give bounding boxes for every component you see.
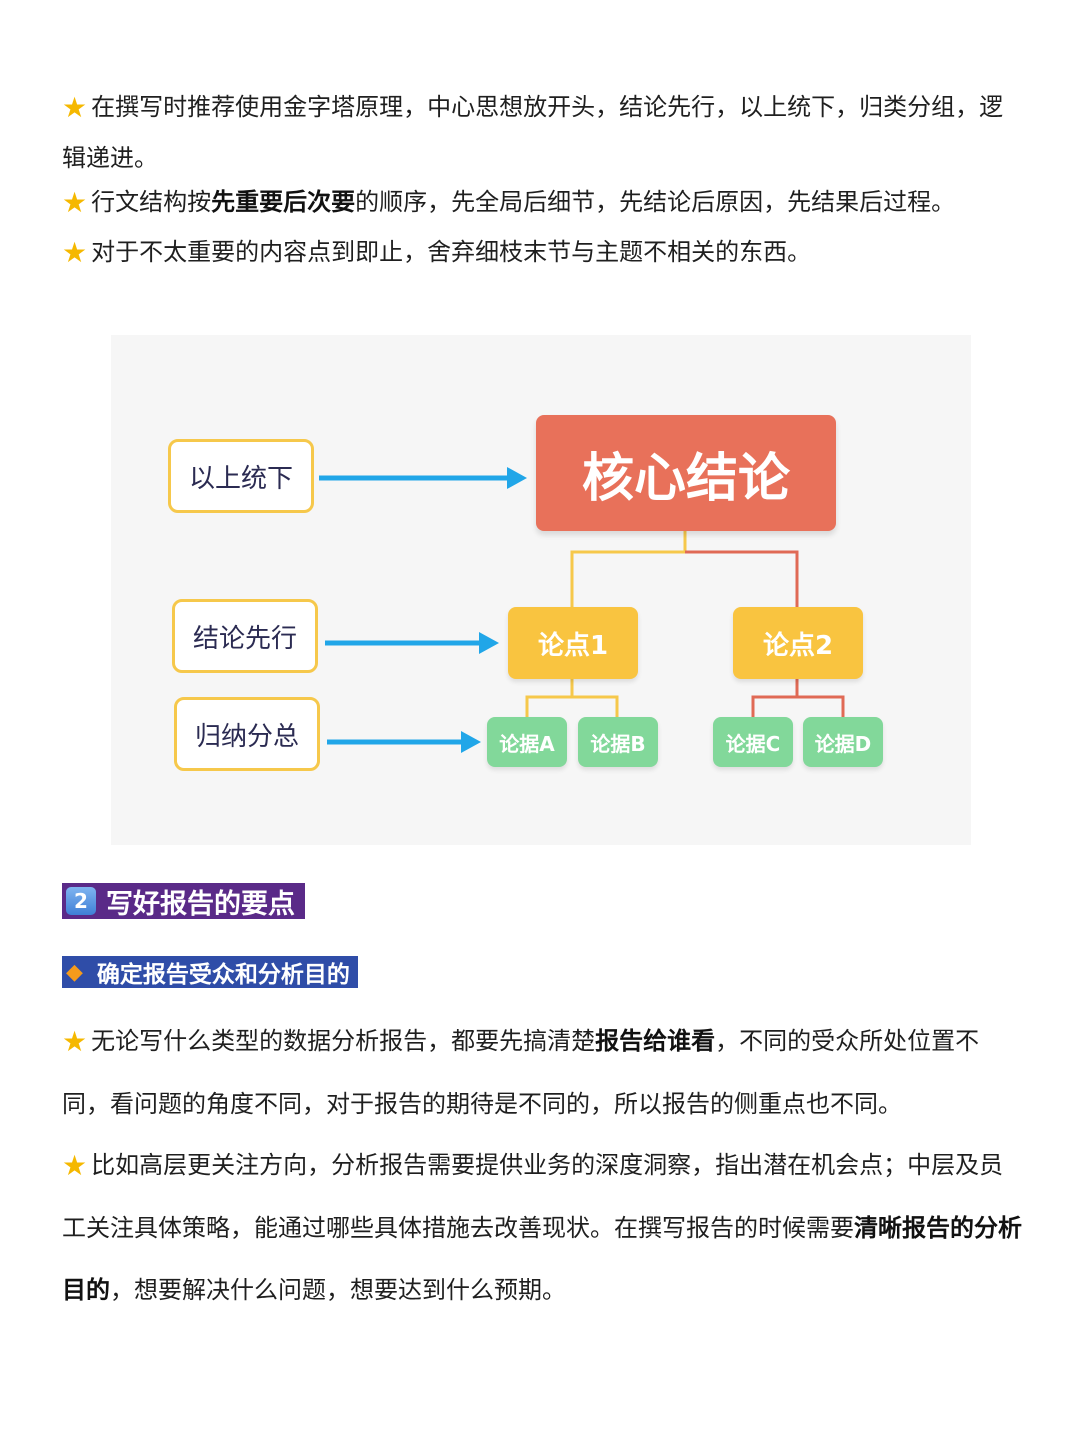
body-paragraph-2: ★比如高层更关注方向，分析报告需要提供业务的深度洞察，指出潜在机会点；中层及员工… [62, 1134, 1022, 1321]
body-text-1-pre: 无论写什么类型的数据分析报告，都要先搞清楚 [91, 1027, 596, 1055]
intro-paragraph-3: ★对于不太重要的内容点到即止，舍弃细枝末节与主题不相关的东西。 [62, 232, 1022, 273]
evidence-d-box: 论据D [803, 717, 883, 767]
section-heading: 2 写好报告的要点 [62, 883, 305, 920]
star-icon: ★ [62, 1025, 88, 1058]
label-induction-summary: 归纳分总 [174, 697, 320, 771]
connector-point1-evidence [525, 695, 619, 717]
body-paragraph-1: ★无论写什么类型的数据分析报告，都要先搞清楚报告给谁看，不同的受众所处位置不同，… [62, 1010, 1022, 1135]
star-icon: ★ [62, 236, 88, 269]
label-conclusion-first: 结论先行 [172, 599, 318, 673]
intro-text-1: 在撰写时推荐使用金字塔原理，中心思想放开头，结论先行，以上统下，归类分组，逻辑递… [62, 93, 1004, 172]
subsection-title: 确定报告受众和分析目的 [96, 962, 350, 988]
star-icon: ★ [62, 186, 88, 219]
diagram-connectors [319, 467, 845, 753]
intro-paragraph-2: ★行文结构按先重要后次要的顺序，先全局后细节，先结论后原因，先结果后过程。 [62, 182, 1022, 223]
body-text-2-pre: 比如高层更关注方向，分析报告需要提供业务的深度洞察，指出潜在机会点；中层及员工关… [62, 1151, 1004, 1242]
connector-core-point2 [685, 550, 799, 607]
intro-paragraph-1: ★在撰写时推荐使用金字塔原理，中心思想放开头，结论先行，以上统下，归类分组，逻辑… [62, 82, 1022, 183]
subsection-heading: ◆ 确定报告受众和分析目的 [62, 956, 358, 988]
connector-point2-evidence [751, 695, 845, 717]
connector-core-point1 [570, 531, 687, 607]
arrow-3-head [461, 731, 481, 753]
section-title: 写好报告的要点 [106, 888, 295, 920]
evidence-c-box: 论据C [713, 717, 793, 767]
label-top-down: 以上统下 [168, 439, 314, 513]
intro-text-2-pre: 行文结构按 [91, 188, 212, 216]
number-badge-icon: 2 [66, 887, 96, 915]
body-text-2-post: ，想要解决什么问题，想要达到什么预期。 [110, 1276, 566, 1304]
body-text-2-bold: 清晰报告的分析目的 [62, 1214, 1022, 1304]
pyramid-diagram: 以上统下 结论先行 归纳分总 核心结论 论点1 论点2 论据A 论据B 论据C … [111, 335, 971, 845]
evidence-a-box: 论据A [487, 717, 567, 767]
point-2-box: 论点2 [733, 607, 863, 679]
star-icon: ★ [62, 91, 88, 124]
arrow-1-head [507, 467, 527, 489]
body-text-1-post: ，不同的受众所处位置不同，看问题的角度不同，对于报告的期待是不同的，所以报告的侧… [62, 1027, 980, 1118]
evidence-b-box: 论据B [578, 717, 658, 767]
core-conclusion-box: 核心结论 [536, 415, 836, 531]
intro-text-2-bold: 先重要后次要 [211, 188, 356, 216]
star-icon: ★ [62, 1149, 88, 1182]
intro-text-2-post: 的顺序，先全局后细节，先结论后原因，先结果后过程。 [355, 188, 956, 216]
point-1-box: 论点1 [508, 607, 638, 679]
intro-text-3: 对于不太重要的内容点到即止，舍弃细枝末节与主题不相关的东西。 [91, 238, 812, 266]
arrow-2-head [479, 632, 499, 654]
orange-diamond-icon: ◆ [66, 959, 83, 985]
body-text-1-bold: 报告给谁看 [595, 1027, 716, 1055]
